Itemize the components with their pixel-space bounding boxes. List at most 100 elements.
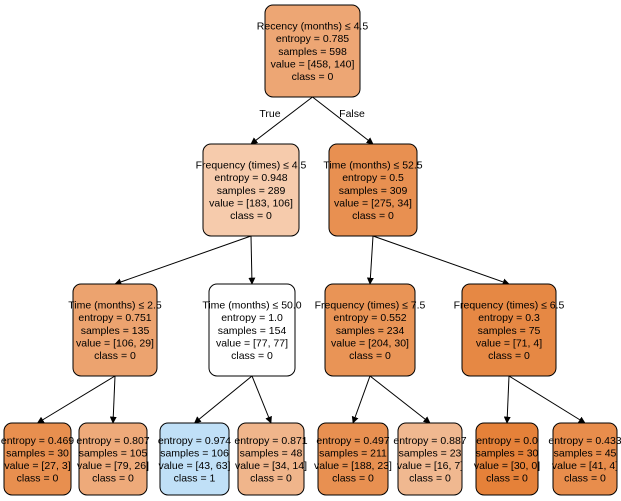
edge-label-true: True xyxy=(259,108,280,120)
tree-node-line: class = 0 xyxy=(409,473,451,485)
edge-n5-n12 xyxy=(369,375,431,424)
tree-node-line: class = 0 xyxy=(486,473,528,485)
tree-node-box xyxy=(78,422,148,496)
edge-n3-n8 xyxy=(109,375,117,424)
tree-node-line: entropy = 1.0 xyxy=(221,312,283,324)
tree-node-line: value = [27, 3] xyxy=(4,460,70,472)
edge-n0-n1 xyxy=(250,96,313,145)
tree-node-box xyxy=(3,422,72,496)
tree-node-line: entropy = 0.871 xyxy=(234,435,307,447)
tree-node-line: Recency (months) ≤ 4.5 xyxy=(257,21,369,33)
tree-node-box xyxy=(159,422,230,496)
tree-node-line: samples = 211 xyxy=(319,448,387,460)
tree-node-line: value = [77, 77] xyxy=(216,337,288,349)
tree-node-line: value = [30, 0] xyxy=(474,460,540,472)
tree-node-line: entropy = 0.3 xyxy=(478,312,540,324)
tree-node-box xyxy=(328,143,418,237)
edge-n0-n2 xyxy=(312,96,374,145)
tree-node-line: samples = 289 xyxy=(217,185,286,197)
tree-node-line: class = 0 xyxy=(250,473,292,485)
tree-node-line: samples = 30 xyxy=(476,448,539,460)
tree-node-line: entropy = 0.0 xyxy=(476,435,538,447)
tree-node-line: samples = 105 xyxy=(79,448,148,460)
tree-node-box xyxy=(324,283,416,377)
tree-node-line: entropy = 0.887 xyxy=(393,435,466,447)
edge-n5-n11 xyxy=(351,375,371,424)
tree-node-line: Frequency (times) ≤ 6.5 xyxy=(454,300,565,312)
tree-node-line: value = [188, 23] xyxy=(314,460,392,472)
tree-edges xyxy=(36,96,586,424)
tree-node-line: class = 0 xyxy=(349,350,391,362)
tree-node-line: samples = 30 xyxy=(6,448,69,460)
edge-n4-n10 xyxy=(251,375,272,424)
tree-node-line: samples = 106 xyxy=(160,448,229,460)
edge-n6-n14 xyxy=(508,375,586,424)
tree-node-box xyxy=(317,422,389,496)
tree-node-line: entropy = 0.785 xyxy=(276,33,349,45)
tree-node-line: value = [41, 4] xyxy=(552,460,618,472)
tree-node-line: value = [106, 29] xyxy=(76,337,154,349)
tree-node-box xyxy=(461,283,557,377)
tree-node-line: value = [71, 4] xyxy=(476,337,542,349)
edge-n2-n5 xyxy=(366,235,374,285)
tree-node-box xyxy=(72,283,158,377)
tree-node-line: value = [16, 7] xyxy=(397,460,463,472)
tree-node-line: class = 0 xyxy=(488,350,530,362)
tree-node-box xyxy=(208,283,296,377)
tree-node-line: entropy = 0.552 xyxy=(333,312,406,324)
tree-node-line: Frequency (times) ≤ 4.5 xyxy=(196,160,307,172)
tree-node-line: entropy = 0.751 xyxy=(78,312,151,324)
tree-node-line: Time (months) ≤ 52.5 xyxy=(323,160,422,172)
edge-n2-n6 xyxy=(372,235,510,286)
tree-node-line: class = 1 xyxy=(174,473,216,485)
tree-node-line: value = [458, 140] xyxy=(271,58,355,70)
tree-node-box xyxy=(552,422,618,496)
tree-node-line: class = 0 xyxy=(564,473,606,485)
tree-node-line: entropy = 0.5 xyxy=(342,172,404,184)
edge-label-false: False xyxy=(339,108,365,120)
tree-node-line: entropy = 0.807 xyxy=(76,435,149,447)
tree-node-line: samples = 309 xyxy=(339,185,408,197)
tree-node-line: class = 0 xyxy=(92,473,134,485)
tree-node-line: class = 0 xyxy=(352,210,394,222)
edge-labels: True False xyxy=(259,108,365,120)
tree-node-line: value = [275, 34] xyxy=(334,197,412,209)
tree-node-line: class = 0 xyxy=(332,473,374,485)
tree-node-line: value = [79, 26] xyxy=(77,460,149,472)
edge-n1-n3 xyxy=(114,235,252,286)
tree-node-line: samples = 598 xyxy=(278,46,347,58)
tree-node-line: Time (months) ≤ 2.5 xyxy=(68,300,162,312)
tree-node-line: samples = 75 xyxy=(478,325,541,337)
tree-node-box xyxy=(202,143,300,237)
tree-node-line: entropy = 0.974 xyxy=(158,435,231,447)
tree-node-line: value = [183, 106] xyxy=(209,197,293,209)
tree-node-line: samples = 154 xyxy=(218,325,287,337)
tree-node-line: Time (months) ≤ 50.0 xyxy=(202,300,301,312)
edge-n3-n7 xyxy=(36,375,116,424)
tree-node-line: entropy = 0.497 xyxy=(316,435,389,447)
tree-node-line: entropy = 0.948 xyxy=(214,172,287,184)
tree-node-line: class = 0 xyxy=(231,350,273,362)
tree-node-box xyxy=(264,4,361,98)
tree-node-line: class = 0 xyxy=(292,71,334,83)
tree-node-line: value = [34, 14] xyxy=(235,460,307,472)
tree-node-box xyxy=(475,422,539,496)
tree-node-line: class = 0 xyxy=(230,210,272,222)
tree-node-line: value = [204, 30] xyxy=(331,337,409,349)
edge-n6-n13 xyxy=(503,375,511,424)
tree-node-line: class = 0 xyxy=(17,473,59,485)
tree-node-line: samples = 45 xyxy=(554,448,617,460)
